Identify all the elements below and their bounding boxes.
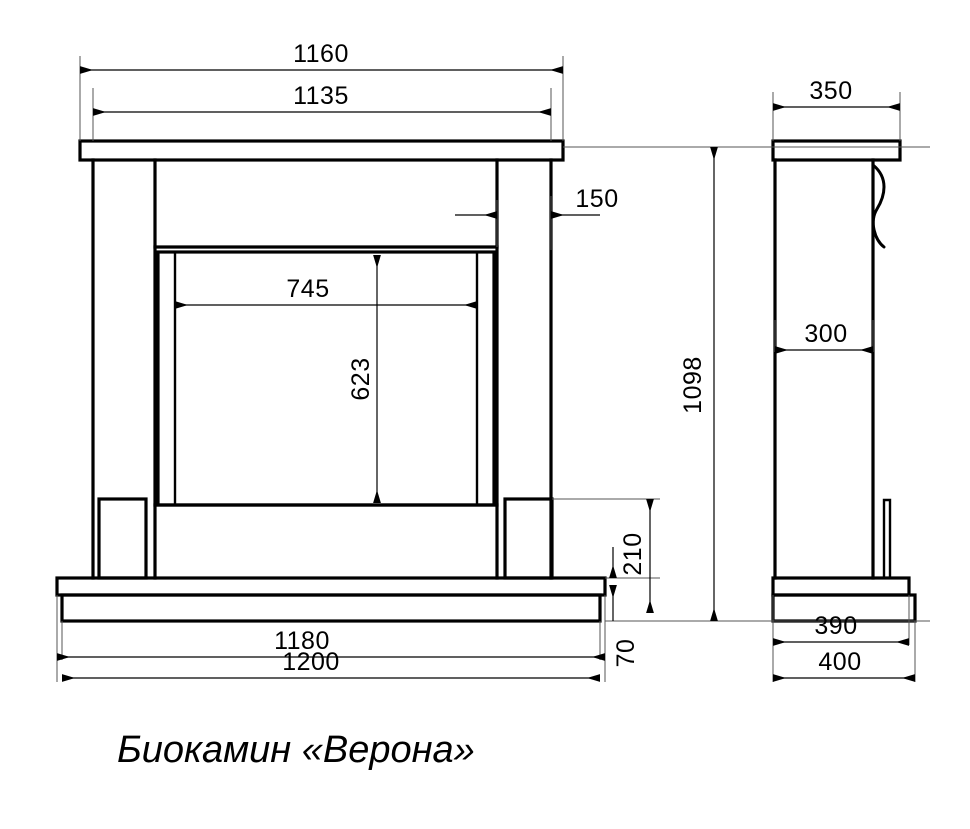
base-top-lip xyxy=(55,576,607,597)
side-back-rib xyxy=(882,498,892,580)
dim-label-300: 300 xyxy=(804,320,847,348)
drawing-caption: Биокамин «Верона» xyxy=(117,729,475,771)
break-line-detail xyxy=(871,163,886,249)
dimension-lines xyxy=(57,66,915,682)
dim-label-70: 70 xyxy=(612,639,640,668)
dim-label-390: 390 xyxy=(814,612,857,640)
dim-label-1098: 1098 xyxy=(679,356,707,414)
dim-label-150: 150 xyxy=(575,185,618,213)
side-base-top-lip xyxy=(771,576,911,597)
dim-label-210: 210 xyxy=(619,532,647,575)
front-view xyxy=(55,139,607,623)
dimension-labels: 1160 1135 150 745 623 1180 1200 210 70 1… xyxy=(274,40,861,676)
dim-label-1160: 1160 xyxy=(293,40,349,68)
dim-label-745: 745 xyxy=(286,275,329,303)
side-mantel-shelf xyxy=(771,139,902,162)
base-plinth xyxy=(60,593,602,623)
side-view xyxy=(771,139,917,623)
right-foot-block xyxy=(503,497,554,580)
dim-label-1135: 1135 xyxy=(293,82,349,110)
left-foot-block xyxy=(97,497,148,580)
dim-label-350: 350 xyxy=(809,77,852,105)
dim-label-400: 400 xyxy=(818,648,861,676)
dim-label-1200: 1200 xyxy=(282,648,340,676)
dim-label-623: 623 xyxy=(347,357,375,400)
dim-label-1180: 1180 xyxy=(274,627,330,655)
mantel-shelf xyxy=(78,139,565,162)
